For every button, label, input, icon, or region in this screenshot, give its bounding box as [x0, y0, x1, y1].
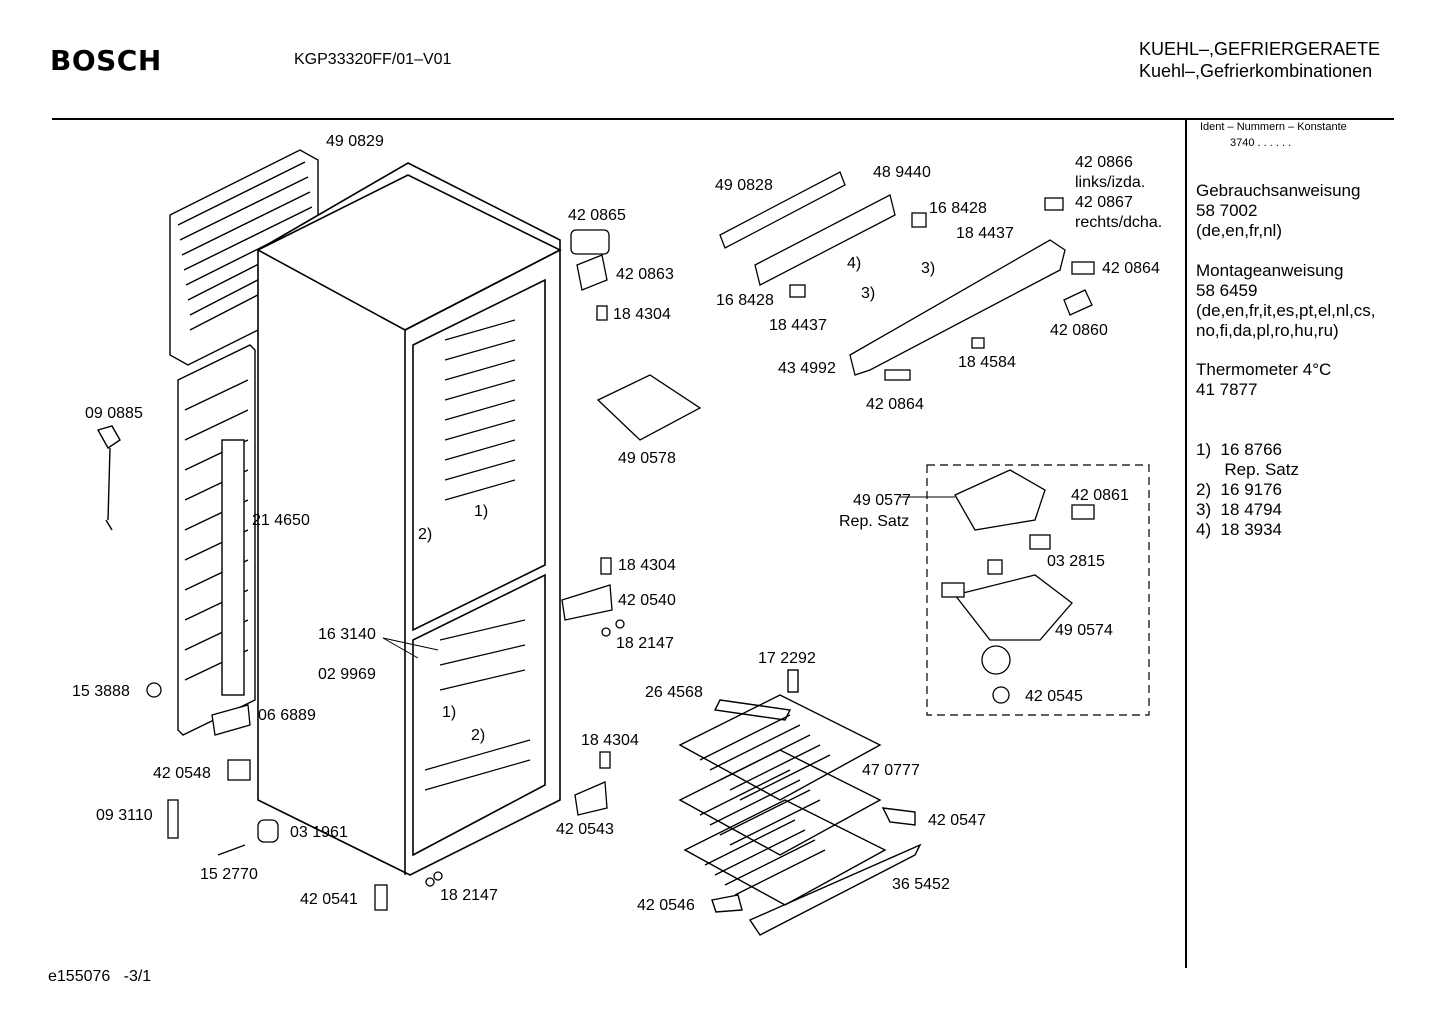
montage-title: Montageanweisung — [1196, 261, 1344, 280]
leader-lines — [382, 496, 955, 659]
part-label: 18 4304 — [581, 732, 639, 749]
part-label: 09 3110 — [96, 807, 153, 824]
note-item: 1) 16 8766 — [1196, 440, 1283, 459]
part-label: 18 4584 — [958, 354, 1016, 371]
part-label: 03 2815 — [1047, 553, 1105, 570]
part-label: 15 3888 — [72, 683, 130, 700]
part-label: Rep. Satz — [839, 513, 909, 530]
part-label: 49 0577 — [853, 492, 911, 509]
part-label: 2) — [418, 526, 432, 543]
note-item: 3) 18 4794 — [1196, 500, 1283, 519]
part-label: 18 4437 — [956, 225, 1014, 242]
part-label: links/izda. — [1075, 174, 1145, 191]
part-label: 47 0777 — [862, 762, 920, 779]
thermometer-title: Thermometer 4°C — [1196, 360, 1332, 379]
bottom-left-parts — [146, 619, 625, 911]
part-label: 42 0865 — [568, 207, 626, 224]
part-label: 3) — [921, 260, 935, 277]
part-label: 18 4304 — [618, 557, 676, 574]
part-label: 42 0548 — [153, 765, 211, 782]
part-label: 43 4992 — [778, 360, 836, 377]
evaporator-trays — [678, 669, 922, 936]
note-item: Rep. Satz — [1196, 460, 1299, 479]
part-label: 26 4568 — [645, 684, 703, 701]
part-label: 42 0863 — [616, 266, 674, 283]
category-title-upper: KUEHL–,GEFRIERGERAETE — [1139, 39, 1381, 59]
part-label: 49 0574 — [1055, 622, 1113, 639]
montage-languages-2: no,fi,da,pl,ro,hu,ru) — [1196, 321, 1339, 340]
part-label: 18 4437 — [769, 317, 827, 334]
part-label: 42 0541 — [300, 891, 358, 908]
part-label: 16 8428 — [716, 292, 774, 309]
part-label: 49 0828 — [715, 177, 773, 194]
gebrauch-number: 58 7002 — [1196, 201, 1258, 220]
part-label: 4) — [847, 255, 861, 272]
lamp-assembly — [941, 469, 1095, 704]
part-label: 3) — [861, 285, 875, 302]
gebrauch-languages: (de,en,fr,nl) — [1196, 221, 1282, 240]
part-label: 42 0864 — [866, 396, 924, 413]
part-label: 42 0860 — [1050, 322, 1108, 339]
ident-label: Ident – Nummern – Konstante — [1200, 121, 1347, 133]
part-label: 2) — [471, 727, 485, 744]
thermometer-number: 41 7877 — [1196, 380, 1258, 399]
hinge-parts — [561, 229, 702, 816]
power-plug — [96, 425, 121, 531]
part-label: 1) — [442, 704, 456, 721]
part-label: 18 4304 — [613, 306, 671, 323]
part-label: 18 2147 — [616, 635, 674, 652]
part-label: 1) — [474, 503, 488, 520]
part-label: 42 0866 — [1075, 154, 1133, 171]
part-label: 42 0547 — [928, 812, 986, 829]
shelf-rails — [424, 319, 531, 791]
control-panel — [719, 171, 1095, 381]
part-label: 03 1961 — [290, 824, 348, 841]
part-label: 21 4650 — [252, 512, 310, 529]
part-label: 49 0829 — [326, 133, 384, 150]
model-number: KGP33320FF/01–V01 — [294, 51, 452, 68]
part-labels: 49 0829 42 0865 42 0863 18 4304 09 0885 … — [72, 133, 1162, 914]
note-item: 4) 18 3934 — [1196, 520, 1283, 539]
condenser-coil — [169, 149, 319, 736]
tube-part — [221, 439, 245, 696]
montage-languages-1: (de,en,fr,it,es,pt,el,nl,cs, — [1196, 301, 1376, 320]
brand-logo: BOSCH — [50, 44, 162, 77]
category-title-lower: Kuehl–,Gefrierkombinationen — [1139, 61, 1373, 81]
part-label: 15 2770 — [200, 866, 258, 883]
part-label: 42 0543 — [556, 821, 614, 838]
part-label: 36 5452 — [892, 876, 950, 893]
part-label: 49 0578 — [618, 450, 676, 467]
lamp-assembly-box — [926, 464, 1150, 716]
part-label: 09 0885 — [85, 405, 143, 422]
note-item: 2) 16 9176 — [1196, 480, 1283, 499]
part-label: 16 8428 — [929, 200, 987, 217]
part-label: 42 0864 — [1102, 260, 1160, 277]
part-label: 06 6889 — [258, 707, 316, 724]
part-label: 02 9969 — [318, 666, 376, 683]
part-label: 16 3140 — [318, 626, 376, 643]
cabinet — [256, 162, 562, 876]
part-label: rechts/dcha. — [1075, 214, 1162, 231]
part-label: 48 9440 — [873, 164, 931, 181]
part-label: 42 0540 — [618, 592, 676, 609]
drawing-id: e155076 -3/1 — [48, 968, 152, 985]
part-label: 42 0861 — [1071, 487, 1129, 504]
montage-number: 58 6459 — [1196, 281, 1258, 300]
gebrauch-title: Gebrauchsanweisung — [1196, 181, 1361, 200]
ident-value: 3740 . . . . . . — [1230, 137, 1292, 149]
part-label: 18 2147 — [440, 887, 498, 904]
part-label: 42 0545 — [1025, 688, 1083, 705]
part-label: 42 0867 — [1075, 194, 1133, 211]
part-label: 42 0546 — [637, 897, 695, 914]
part-label: 17 2292 — [758, 650, 816, 667]
